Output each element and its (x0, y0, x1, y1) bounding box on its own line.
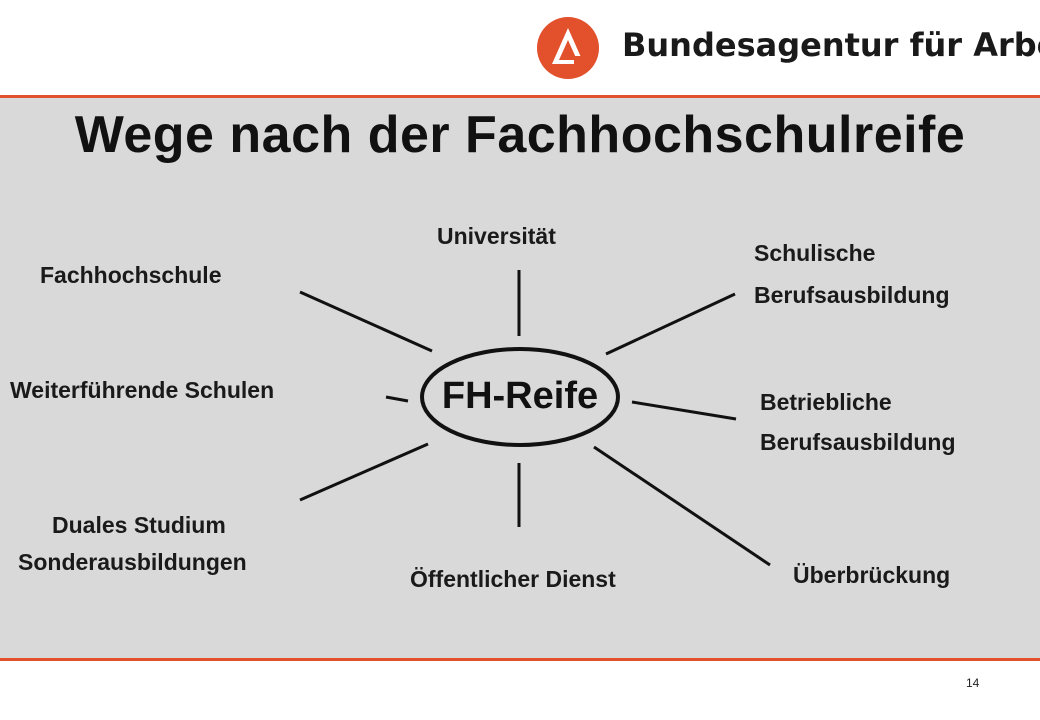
org-name: Bundesagentur für Arbeit (622, 26, 1040, 64)
node-universitaet: Universität (437, 223, 556, 249)
node-betriebliche-line2: Berufsausbildung (760, 429, 956, 455)
node-fachhochschule: Fachhochschule (40, 262, 222, 288)
slide-title: Wege nach der Fachhochschulreife (74, 106, 966, 164)
node-weiterfuehrende: Weiterführende Schulen (10, 377, 275, 403)
connector-fachhochschule (299, 290, 433, 353)
connector-betriebliche (631, 400, 737, 421)
connector-duales (299, 442, 429, 502)
center-node-label: FH-Reife (441, 375, 599, 417)
node-oeffentlicher: Öffentlicher Dienst (410, 566, 616, 592)
content-panel (0, 95, 1040, 661)
center-ellipse (420, 347, 620, 447)
connector-ueberbrueckung (593, 445, 771, 567)
node-schulische-line1: Schulische (754, 240, 876, 266)
node-ueberbrueckung: Überbrückung (793, 562, 951, 588)
connector-schulische (605, 292, 736, 356)
connector-weiterfuehrende (385, 395, 409, 403)
node-duales-line2: Sonderausbildungen (18, 549, 247, 575)
node-betriebliche-line1: Betriebliche (760, 389, 892, 415)
node-schulische-line2: Berufsausbildung (754, 282, 950, 308)
page-number: 14 (966, 676, 980, 690)
node-duales-line1: Duales Studium (52, 512, 226, 538)
header-bar: Bundesagentur für Arbeit (0, 0, 1040, 95)
ba-logo-icon (537, 17, 599, 79)
